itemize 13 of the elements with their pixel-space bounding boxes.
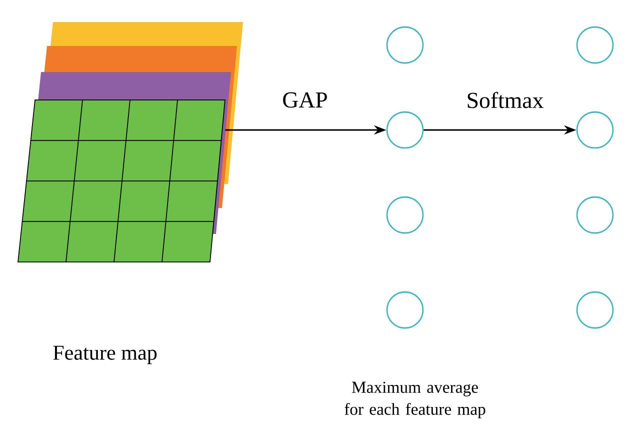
circle-node (576, 26, 614, 64)
circle-node (386, 26, 424, 64)
circle-node (386, 196, 424, 234)
circle-node (576, 111, 614, 149)
circle-node (576, 291, 614, 329)
circle-node (576, 196, 614, 234)
note-text: Maximum average for each feature map (344, 382, 486, 418)
circle-node (386, 111, 424, 149)
circle-node (386, 291, 424, 329)
node-caption: Feature map (53, 346, 157, 364)
edge-label: GAP (283, 92, 327, 108)
edge-label: Softmax (468, 92, 544, 108)
feature-map-drawing (18, 22, 243, 262)
